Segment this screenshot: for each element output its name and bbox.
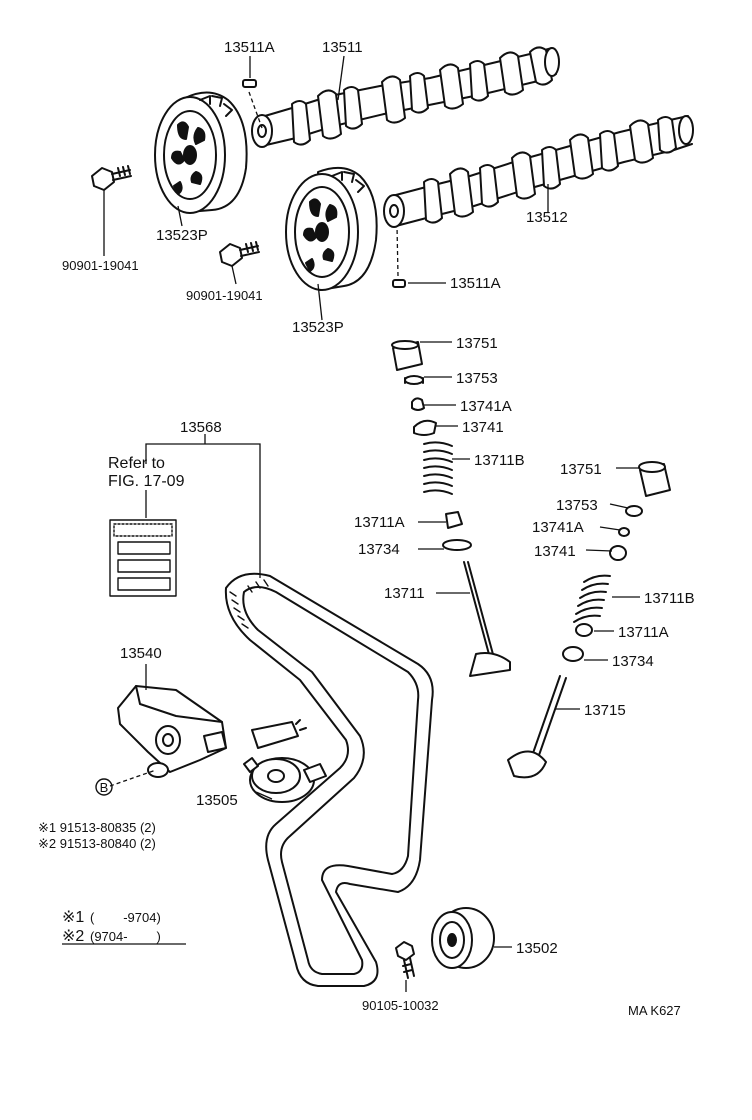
- idler-pulley: [431, 907, 495, 969]
- label-lifter-b: 13751: [560, 461, 602, 478]
- b-marker-circle: [95, 778, 113, 796]
- label-idler: 13502: [516, 940, 558, 957]
- label-retainer-b: 13741: [534, 543, 576, 560]
- label-keeper-a: 13741A: [460, 398, 512, 415]
- pin-upper: [242, 79, 263, 129]
- note-bolt1: ※1 91513-80835 (2): [38, 820, 156, 835]
- label-camshaft-lower: 13512: [526, 209, 568, 226]
- figure-code: MA K627: [628, 1003, 681, 1018]
- label-seal-a: 13734: [358, 541, 400, 558]
- camshaft-upper: [251, 46, 560, 148]
- valve-stack-b: [507, 461, 671, 779]
- label-valve-b: 13715: [584, 702, 626, 719]
- camshaft-pulley-upper: [154, 91, 248, 214]
- tensioner-bracket: [117, 685, 227, 778]
- label-seal-b: 13734: [612, 653, 654, 670]
- label-bolt-lower: 90901-19041: [186, 288, 263, 303]
- legend1-text: ( -9704): [90, 910, 161, 925]
- label-shim-b: 13753: [556, 497, 598, 514]
- legend1-mark: ※1: [62, 909, 84, 926]
- label-cam-pin-lower: 13511A: [450, 275, 501, 292]
- label-timing-belt: 13568: [180, 419, 222, 436]
- note-bolt2: ※2 91513-80840 (2): [38, 836, 156, 851]
- label-lifter-a: 13751: [456, 335, 498, 352]
- label-bolt-upper: 90901-19041: [62, 258, 139, 273]
- label-seat-a: 13711A: [354, 514, 405, 531]
- label-camshaft-upper: 13511: [322, 39, 363, 56]
- label-cam-pin-upper: 13511A: [224, 39, 275, 56]
- leader-lines: [103, 55, 640, 992]
- label-retainer-a: 13741: [462, 419, 504, 436]
- legend2-text: (9704- ): [90, 929, 161, 944]
- refer-line2: FIG. 17-09: [108, 473, 185, 490]
- b-marker-label: B: [100, 780, 109, 795]
- label-tensioner-bracket: 13540: [120, 645, 162, 662]
- tensioner-pulley: [243, 719, 327, 803]
- idler-bolt: [395, 941, 415, 979]
- label-seat-b: 13711A: [618, 624, 669, 641]
- camshaft-pulley-lower: [285, 166, 378, 291]
- valve-stack-a: [391, 340, 511, 677]
- refer-figure-box: [109, 519, 177, 597]
- label-pulley-lower: 13523P: [292, 319, 344, 336]
- label-idler-bolt: 90105-10032: [362, 998, 439, 1013]
- pulley-bolt-lower: [219, 241, 260, 267]
- pulley-bolt-upper: [91, 165, 132, 191]
- pin-lower: [392, 225, 406, 288]
- timing-belt: [224, 572, 434, 987]
- legend2-mark: ※2: [62, 928, 84, 945]
- label-spring-a: 13711B: [474, 452, 525, 469]
- label-valve-a: 13711: [384, 585, 425, 602]
- label-spring-b: 13711B: [644, 590, 695, 607]
- label-shim-a: 13753: [456, 370, 498, 387]
- camshaft-lower: [383, 115, 694, 228]
- refer-line1: Refer to: [108, 455, 165, 472]
- label-tensioner: 13505: [196, 792, 238, 809]
- label-pulley-upper: 13523P: [156, 227, 208, 244]
- label-keeper-b: 13741A: [532, 519, 584, 536]
